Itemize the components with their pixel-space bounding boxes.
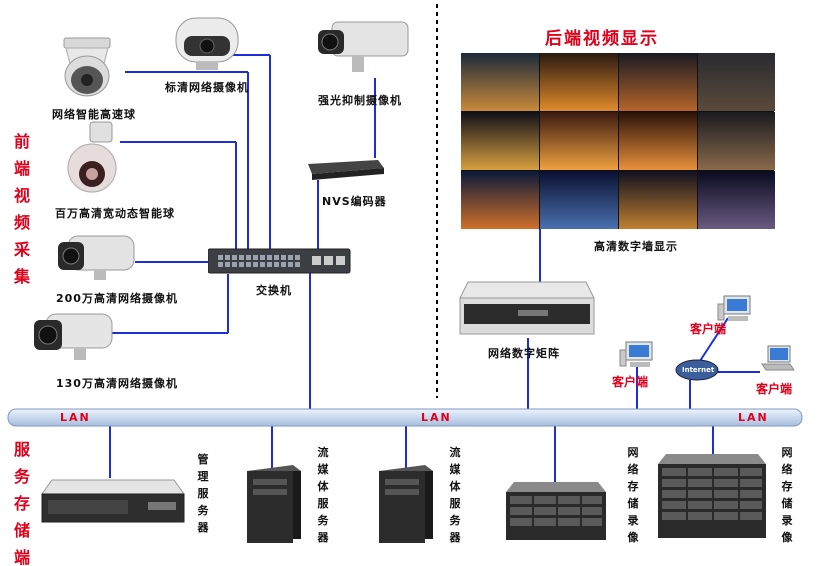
lan-label: LAN (60, 411, 91, 424)
client-label: 客户端 (756, 382, 793, 396)
wall-tile (540, 171, 618, 229)
internet-label: Internet (682, 366, 715, 374)
storage-array-icon (658, 454, 766, 538)
wall-tile (619, 112, 697, 170)
strong-light-camera-icon (318, 21, 409, 72)
stream-server-icon (247, 465, 301, 543)
wdr-ball-label: 百万高清宽动态智能球 (55, 207, 175, 220)
nvs-encoder-icon (308, 160, 384, 180)
speed-dome-label: 网络智能高速球 (52, 108, 136, 121)
wall-tile (619, 53, 697, 111)
client-laptop-icon (761, 345, 795, 371)
video-wall-label: 高清数字墙显示 (594, 240, 678, 253)
stream-server-label: 流媒体服务器 (449, 446, 461, 544)
wall-tile (461, 171, 539, 229)
strong-light-camera-label: 强光抑制摄像机 (318, 94, 402, 107)
internet-icon (675, 359, 719, 381)
wall-tile (461, 112, 539, 170)
wall-tile (540, 112, 618, 170)
management-server-icon (41, 479, 185, 523)
standard-camera-label: 标清网络摄像机 (165, 81, 249, 94)
switch-label: 交换机 (256, 284, 292, 297)
wall-tile (698, 53, 775, 111)
stream-server-label: 流媒体服务器 (317, 446, 329, 544)
service-storage-title: 服务存储端 (13, 440, 30, 566)
matrix-icon (459, 281, 595, 335)
camera-2mp-label: 200万高清网络摄像机 (56, 292, 178, 305)
stream-server-icon (379, 465, 433, 543)
wall-tile (540, 53, 618, 111)
storage-label: 网络存储录像 (781, 446, 793, 544)
link-internet-client2 (697, 317, 729, 365)
client-label: 客户端 (612, 375, 649, 389)
wdr-ball-icon (67, 121, 117, 193)
storage-array-icon (506, 482, 606, 540)
lan-bus (7, 408, 803, 427)
standard-camera-icon (175, 17, 239, 70)
camera-13mp-label: 130万高清网络摄像机 (56, 377, 178, 390)
backend-display-title: 后端视频显示 (545, 29, 659, 49)
client-computer-icon (717, 295, 751, 321)
lan-label: LAN (738, 411, 769, 424)
camera-13mp-icon (34, 313, 113, 360)
video-wall (461, 53, 775, 229)
nvs-encoder-label: NVS编码器 (322, 195, 387, 208)
wall-tile (698, 171, 775, 229)
wall-tile (698, 112, 775, 170)
wall-tile (461, 53, 539, 111)
front-capture-title: 前端视频采集 (13, 132, 30, 286)
switch-icon (208, 248, 351, 274)
storage-label: 网络存储录像 (627, 446, 639, 544)
wall-tile (619, 171, 697, 229)
matrix-label: 网络数字矩阵 (488, 347, 560, 360)
management-server-label: 管理服务器 (197, 453, 209, 534)
camera-2mp-icon (58, 235, 135, 280)
speed-dome-icon (63, 37, 111, 97)
client-computer-icon (619, 341, 653, 367)
client-label: 客户端 (690, 322, 727, 336)
lan-label: LAN (421, 411, 452, 424)
